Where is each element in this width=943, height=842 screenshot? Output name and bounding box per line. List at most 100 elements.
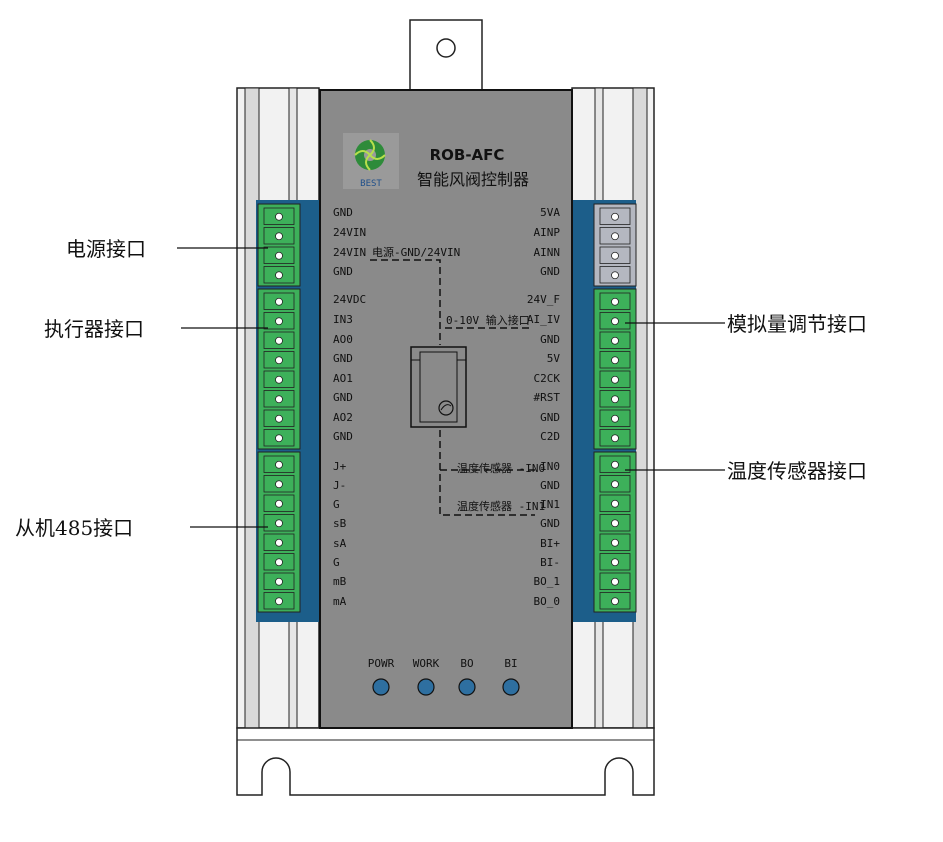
screw-icon [611, 538, 619, 547]
screw-icon [275, 251, 283, 260]
right-pin-label: BI- [540, 556, 560, 569]
left-pin-label: sB [333, 517, 347, 530]
right-pin-label: C2D [540, 430, 560, 443]
right-pin-label: IN1 [540, 498, 560, 511]
led-label: POWR [368, 657, 395, 670]
screw-icon [611, 271, 619, 280]
left-pin-label: G [333, 498, 340, 511]
screw-icon [275, 375, 283, 384]
right-pin-labels: 5VAAINPAINNGND24V_FAI_IVGND5VC2CK#RSTGND… [527, 206, 560, 608]
screw-icon [275, 297, 283, 306]
rotary-switch-icon [438, 400, 454, 416]
slave485-interface-label: 从机485接口 [15, 516, 133, 540]
right-pin-label: #RST [534, 391, 561, 404]
screw-icon [275, 356, 283, 365]
led-indicator-icon [502, 678, 520, 696]
left-pin-label: IN3 [333, 313, 353, 326]
screw-icon [275, 519, 283, 528]
left-pin-label: 24VIN [333, 246, 366, 259]
screw-icon [611, 519, 619, 528]
right-pin-label: AINN [534, 246, 561, 259]
right-pin-label: 5V [547, 352, 561, 365]
screw-icon [275, 480, 283, 489]
screw-icon [611, 317, 619, 326]
left-pin-label: sA [333, 537, 347, 550]
left-pin-label: GND [333, 430, 353, 443]
left-pin-label: GND [333, 391, 353, 404]
left-pin-label: AO1 [333, 372, 353, 385]
screw-icon [275, 232, 283, 241]
led-label: BO [460, 657, 473, 670]
left-pin-label: GND [333, 265, 353, 278]
screw-icon [611, 597, 619, 606]
right-pin-label: 5VA [540, 206, 560, 219]
right-pin-label: GND [540, 411, 560, 424]
left-pin-label: mB [333, 575, 347, 588]
screw-icon [611, 212, 619, 221]
right-pin-label: BI+ [540, 537, 560, 550]
screw-icon [275, 434, 283, 443]
right-pin-label: BO_0 [534, 595, 561, 608]
led-indicator-icon [372, 678, 390, 696]
right-pin-label: IN0 [540, 460, 560, 473]
screw-icon [611, 232, 619, 241]
best-logo: BEST [343, 133, 399, 189]
right-pin-label: BO_1 [534, 575, 561, 588]
led-indicator-icon [417, 678, 435, 696]
screw-icon [611, 251, 619, 260]
left-pin-label: G [333, 556, 340, 569]
right-pin-label: C2CK [534, 372, 561, 385]
input-line-label: 0-10V 输入接口 [446, 313, 530, 327]
screw-icon [275, 317, 283, 326]
left-pin-label: mA [333, 595, 347, 608]
screw-icon [275, 271, 283, 280]
screw-icon [611, 336, 619, 345]
screw-icon [611, 499, 619, 508]
screw-icon [611, 297, 619, 306]
led-label: WORK [413, 657, 440, 670]
left-pin-label: 24VDC [333, 293, 366, 306]
device-name: 智能风阀控制器 [417, 170, 529, 189]
screw-icon [275, 395, 283, 404]
mounting-hole-icon [436, 38, 456, 58]
right-pin-label: GND [540, 333, 560, 346]
left-terminals [257, 203, 301, 613]
power-line-label: 电源-GND/24VIN [372, 245, 460, 259]
central-chip [410, 346, 467, 428]
screw-icon [275, 558, 283, 567]
right-pin-label: GND [540, 517, 560, 530]
left-pin-label: GND [333, 206, 353, 219]
analog-interface-label: 模拟量调节接口 [727, 312, 867, 336]
right-pin-label: AI_IV [527, 313, 560, 326]
screw-icon [611, 395, 619, 404]
left-pin-label: GND [333, 352, 353, 365]
led-indicators: POWR WORK BO BI [368, 657, 520, 696]
right-pin-label: GND [540, 265, 560, 278]
bottom-mounting-plate [236, 727, 655, 796]
internal-wiring [370, 259, 535, 516]
logo-text: BEST [360, 179, 382, 189]
screw-icon [611, 356, 619, 365]
screw-icon [275, 499, 283, 508]
left-pin-label: J- [333, 479, 346, 492]
screw-icon [611, 577, 619, 586]
screw-icon [611, 460, 619, 469]
screw-icon [275, 460, 283, 469]
callout-lines [177, 247, 725, 528]
right-pin-label: AINP [534, 226, 561, 239]
top-mounting-tab [409, 19, 483, 96]
screw-icon [275, 577, 283, 586]
left-pin-label: AO2 [333, 411, 353, 424]
screw-icon [275, 414, 283, 423]
led-label: BI [504, 657, 517, 670]
screw-icon [611, 558, 619, 567]
power-interface-label: 电源接口 [66, 237, 146, 261]
actuator-interface-label: 执行器接口 [44, 317, 144, 341]
right-pin-label: GND [540, 479, 560, 492]
left-pin-label: AO0 [333, 333, 353, 346]
temp-in0-label: 温度传感器 -IN0 [457, 461, 545, 475]
screw-icon [611, 375, 619, 384]
screw-icon [275, 212, 283, 221]
temp-in1-label: 温度传感器 -IN1 [457, 499, 545, 513]
